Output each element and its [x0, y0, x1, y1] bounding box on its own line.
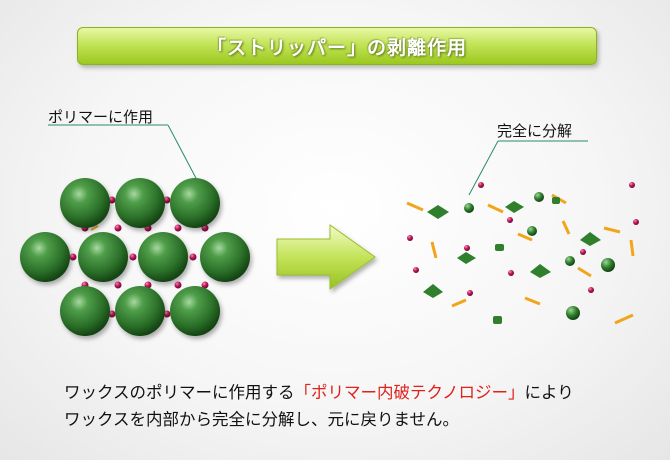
fragment-bead [464, 245, 470, 251]
polymer-lattice [20, 178, 250, 336]
fragment-shard [423, 284, 443, 298]
fragment-shard [530, 264, 551, 278]
fragment-bead [507, 217, 513, 223]
fragment-dash [430, 241, 438, 259]
polymer-sphere [60, 286, 110, 336]
title-banner: 「ストリッパー」の剥離作用 [77, 27, 597, 65]
label-complete-decomposition: 完全に分解 [497, 122, 573, 140]
fragment-dash [561, 220, 571, 235]
fragment-bead [413, 267, 419, 273]
fragment-bead [407, 235, 413, 241]
description-caption: ワックスのポリマーに作用する「ポリマー内破テクノロジー」によりワックスを内部から… [64, 379, 574, 433]
fragment-sphere [601, 258, 615, 272]
fragment-shard [505, 201, 524, 213]
transform-arrow [276, 224, 376, 290]
fragment-block [493, 316, 502, 324]
fragment-bead [478, 182, 484, 188]
diagram-title: 「ストリッパー」の剥離作用 [206, 36, 467, 59]
polymer-sphere [170, 178, 220, 228]
polymer-sphere [60, 178, 110, 228]
fragment-dash [487, 203, 504, 214]
fragment-shard [427, 205, 449, 219]
caption-line1-end: によりワックスを内部から完全に分解し、元に戻りません。 [64, 383, 574, 429]
polymer-sphere [138, 232, 188, 282]
fragment-shard [457, 252, 476, 264]
fragment-dash [451, 298, 467, 308]
fragment-block [495, 244, 504, 251]
caption-highlight: 「ポリマー内破テクノロジー」 [294, 383, 525, 402]
link-bead [69, 253, 77, 261]
fragment-bead [629, 182, 635, 188]
decomposed-fragments [406, 182, 639, 325]
link-dash [90, 225, 99, 231]
polymer-sphere [170, 286, 220, 336]
fragment-dash [603, 226, 621, 234]
polymer-sphere [115, 178, 165, 228]
fragment-dash [406, 201, 424, 212]
polymer-sphere [200, 232, 250, 282]
polymer-sphere [78, 232, 128, 282]
fragment-dash [577, 266, 592, 278]
link-bead [108, 196, 116, 204]
fragment-block [552, 197, 560, 204]
fragment-bead [467, 290, 473, 296]
fragment-bead [508, 270, 514, 276]
link-bead [189, 253, 197, 261]
polymer-sphere [115, 286, 165, 336]
fragment-sphere [464, 203, 474, 213]
label-polymer-action: ポリマーに作用 [48, 108, 154, 126]
fragment-dash [614, 313, 634, 325]
polymer-sphere [20, 232, 70, 282]
link-bead [114, 224, 122, 232]
fragment-sphere [566, 306, 580, 320]
fragment-dash [524, 296, 541, 306]
link-bead [174, 224, 182, 232]
link-bead [163, 310, 171, 318]
fragment-sphere [565, 256, 575, 266]
link-bead [201, 281, 209, 289]
fragment-bead [588, 287, 594, 293]
link-bead [174, 281, 182, 289]
link-bead [114, 281, 122, 289]
fragment-sphere [534, 192, 544, 202]
fragment-dash [517, 232, 533, 242]
link-bead [163, 196, 171, 204]
link-bead [144, 281, 152, 289]
fragment-bead [633, 219, 639, 225]
caption-line1-start: ワックスのポリマーに作用する [64, 383, 295, 402]
link-bead [108, 310, 116, 318]
fragment-sphere [527, 226, 537, 236]
fragment-shard [580, 232, 601, 246]
fragment-dash [629, 239, 635, 257]
callout-left [48, 124, 198, 181]
link-bead [129, 253, 137, 261]
callout-right [468, 140, 588, 196]
fragment-bead [580, 249, 586, 255]
